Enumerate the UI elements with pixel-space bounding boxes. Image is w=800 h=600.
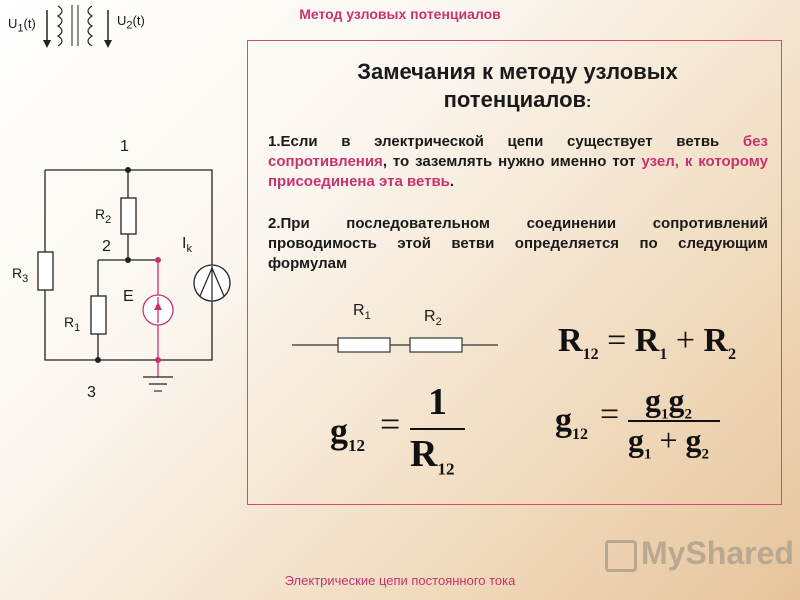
- circuit-diagram: [37, 167, 231, 392]
- r2-resistor: [120, 197, 137, 235]
- series-r2-label: R2: [424, 308, 442, 329]
- formula-g12-eq: =: [380, 404, 401, 444]
- formula-g12-num: 1: [428, 381, 447, 423]
- r3-label: R3: [12, 265, 29, 285]
- note-2: 2.При последовательном соединении сопрот…: [268, 215, 768, 272]
- formula-g12-lhs: g12: [330, 411, 365, 456]
- notes-title: Замечания к методу узловых потенциалов:: [357, 59, 678, 112]
- r3-resistor: [37, 251, 54, 291]
- myshared-logo: MyShared: [605, 535, 794, 572]
- formula-g12-den: R12: [410, 433, 455, 479]
- series-r1-label: R1: [353, 302, 371, 323]
- fraction-bar-2: [628, 420, 720, 422]
- formula-g12b-lhs: g12: [555, 402, 588, 443]
- node-2-label: 2: [102, 238, 111, 255]
- series-resistors-diagram: [292, 337, 498, 353]
- r2-label: R2: [95, 206, 112, 226]
- u1-label: U1(t): [8, 16, 36, 35]
- ik-label: Ik: [182, 235, 192, 256]
- formula-r12: R12 = R1 + R2: [558, 322, 737, 363]
- node-1-label: 1: [120, 138, 129, 155]
- formula-g12b-eq: =: [600, 396, 620, 433]
- formula-g12b-num: g1g2: [645, 382, 692, 423]
- note-1: 1.Если в электрической цепи существует в…: [268, 133, 768, 190]
- notes-panel: [247, 40, 782, 505]
- logo-icon: [605, 539, 637, 572]
- transformer-diagram: [43, 5, 112, 48]
- formula-g12b-den: g1 + g2: [628, 422, 710, 463]
- page-title: Метод узловых потенциалов: [299, 6, 501, 22]
- u2-label: U2(t): [117, 13, 145, 32]
- footer-caption: Электрические цепи постоянного тока: [284, 573, 516, 588]
- r1-label: R1: [64, 314, 81, 334]
- node-3-label: 3: [87, 384, 96, 401]
- r1-resistor: [90, 295, 107, 335]
- fraction-bar: [410, 428, 465, 430]
- e-label: E: [123, 288, 134, 305]
